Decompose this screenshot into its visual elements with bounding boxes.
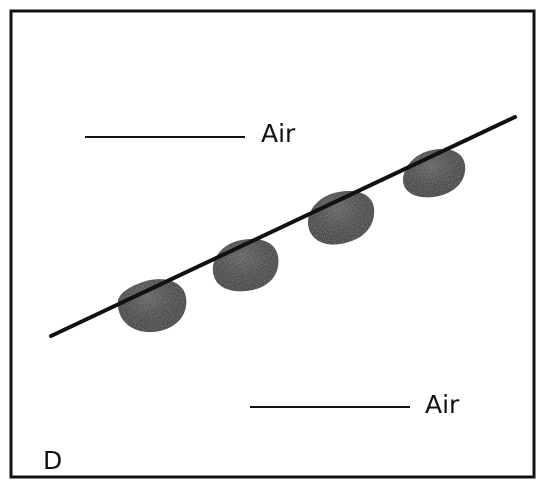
droplet-group	[118, 149, 465, 332]
droplet-2	[213, 239, 279, 291]
air-lower-label: Air	[425, 390, 460, 419]
air-upper-label: Air	[261, 119, 296, 148]
panel-letter: D	[43, 446, 62, 475]
interface-line	[51, 117, 515, 336]
